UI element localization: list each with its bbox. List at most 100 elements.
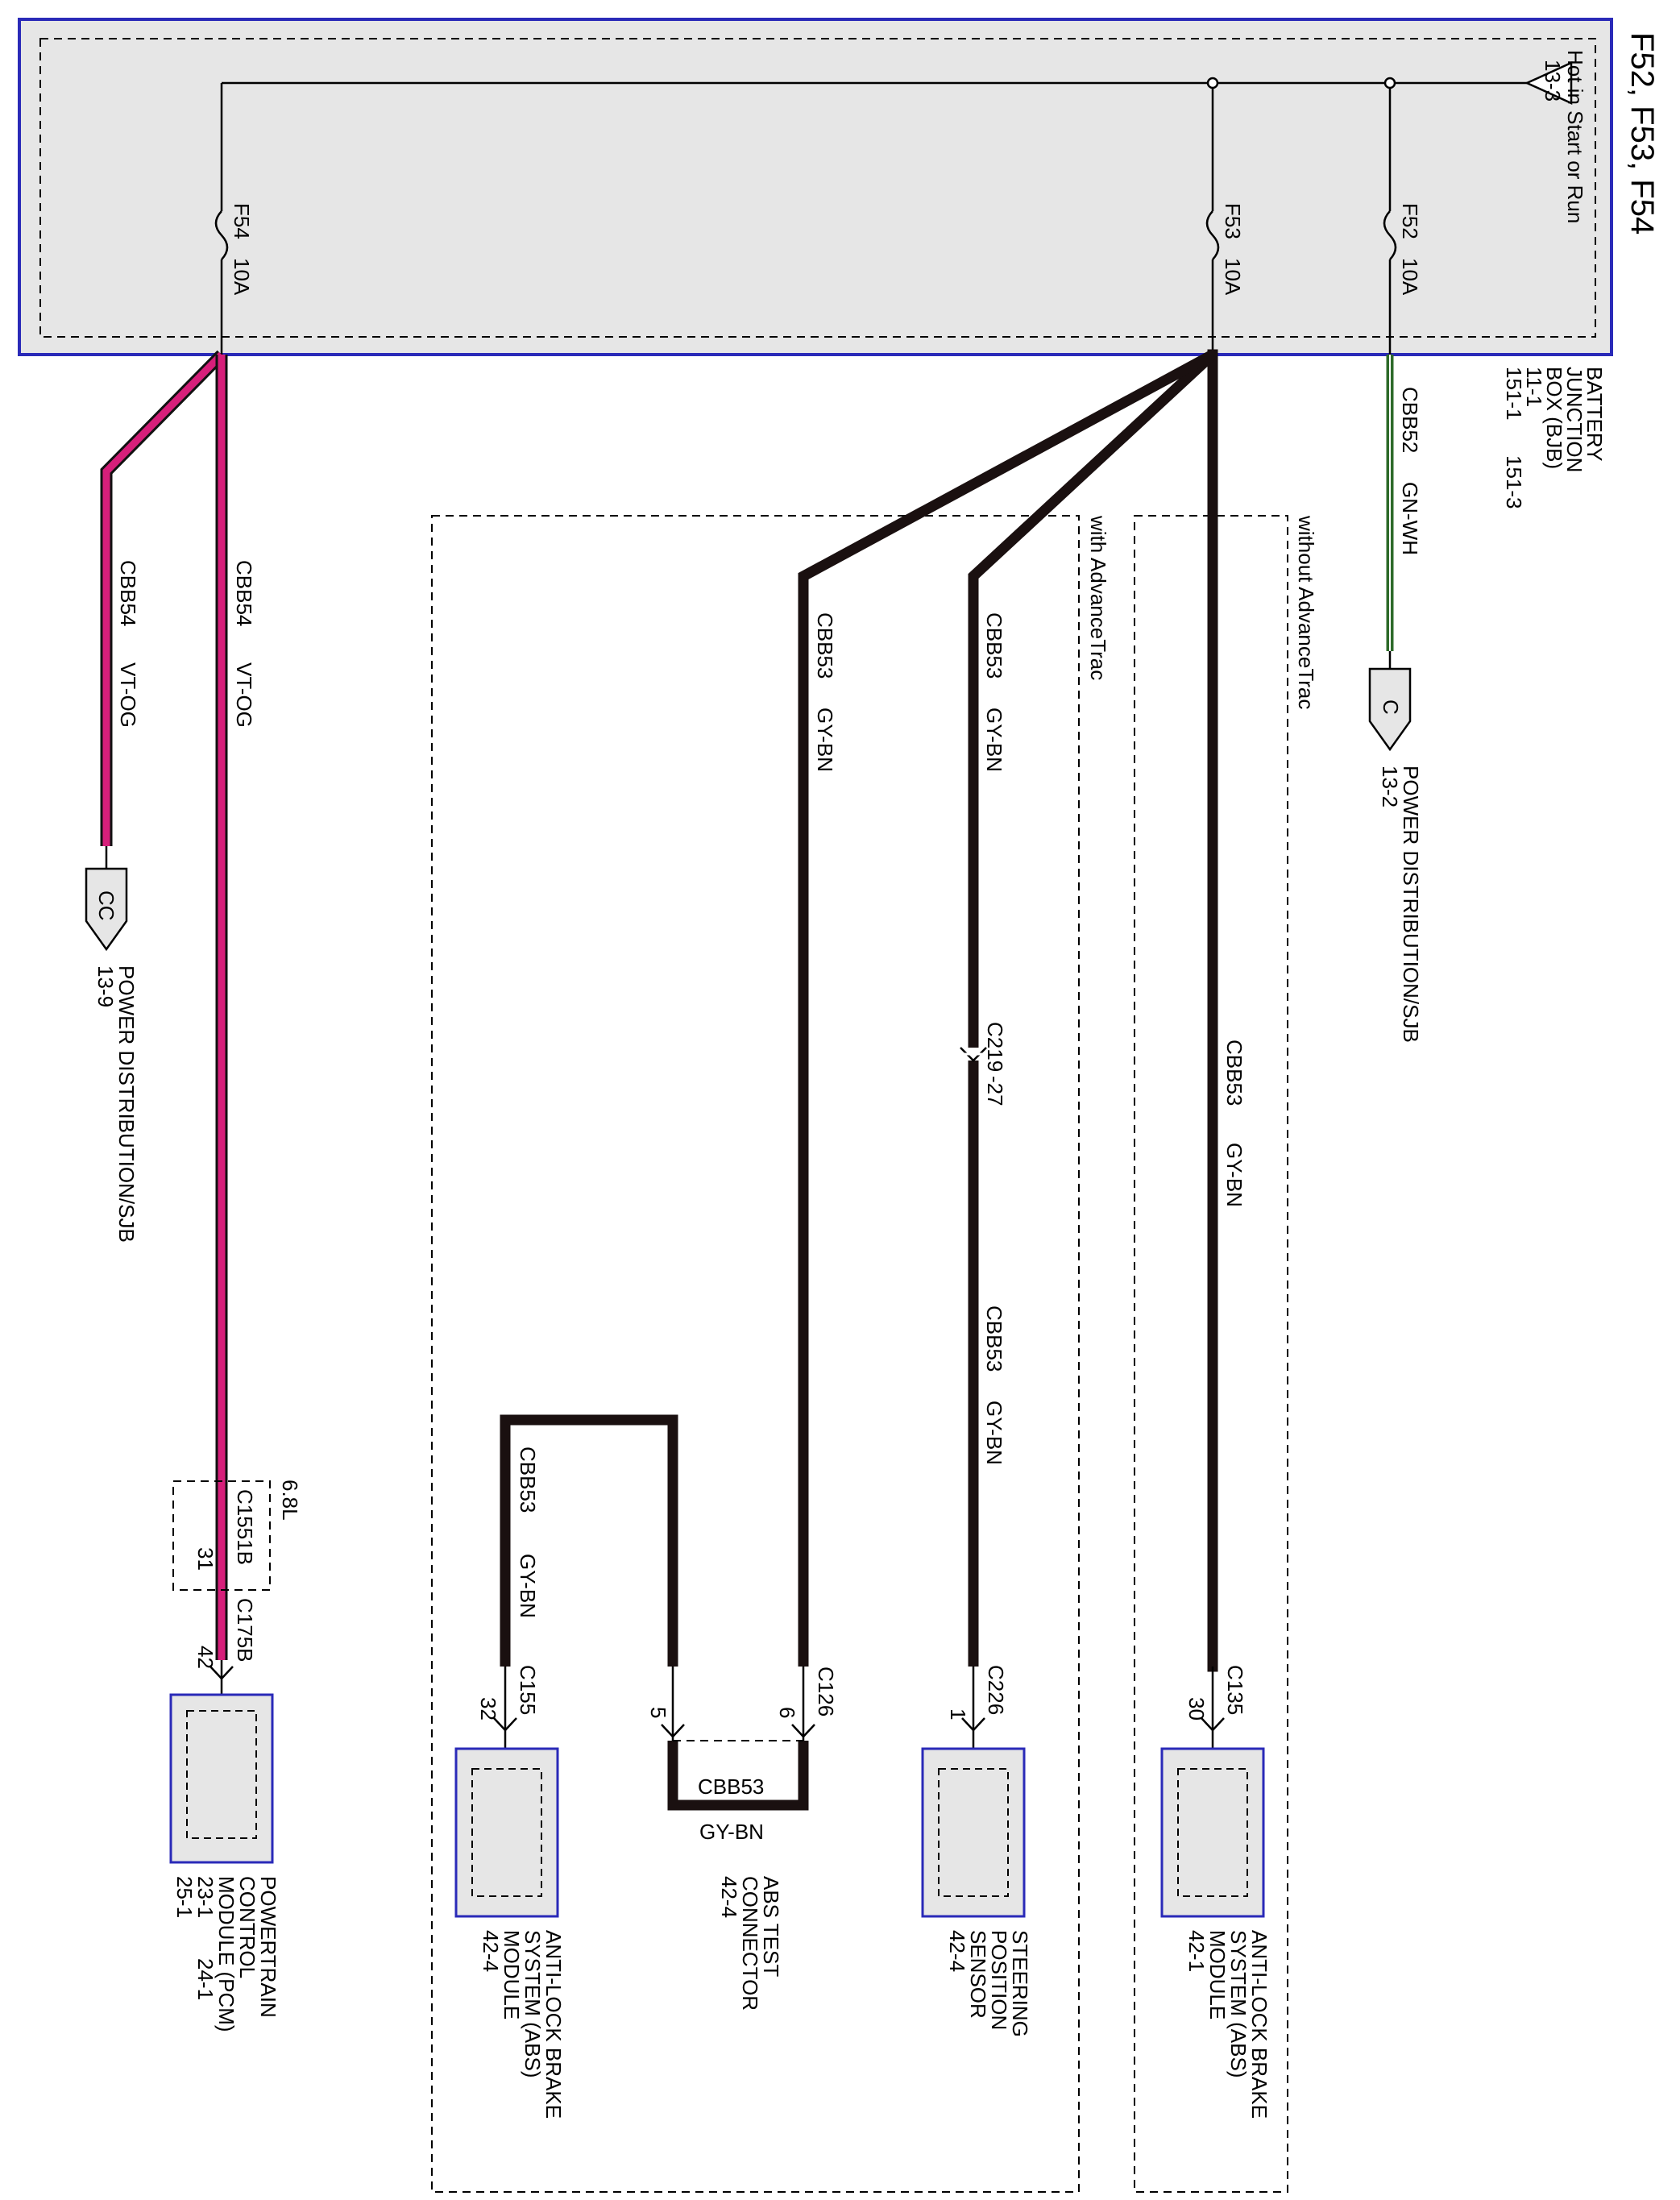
bjb-box [18,18,1613,356]
connector-c175b-icon [209,1666,234,1680]
connector-c1551b-id: C1551B [233,1489,257,1565]
connector-c175b-id: C175B [233,1598,257,1662]
connector-c226-pin: 1 [946,1708,970,1720]
wire-cbb53-steering-lower-color: GY-BN [982,1401,1006,1465]
abs-without-line3: MODULE [1205,1930,1230,2019]
connector-c226-icon [961,1717,985,1732]
wire-cbb53-abs-without-color: GY-BN [1222,1143,1247,1207]
abs-module-with-inner [471,1768,542,1897]
wire-cbb53-steering-lower-circuit: CBB53 [982,1305,1006,1372]
bjb-ref-line5: 151-1 [1502,367,1526,421]
connector-c135-pin: 30 [1184,1697,1209,1721]
hot-source-triangle-icon [1524,61,1573,105]
pcm-module [169,1693,274,1864]
fuse-f52-rating: 10A [1398,258,1422,296]
connector-c175b-pin: 42 [193,1646,218,1669]
connector-c155-icon [493,1717,517,1732]
steering-line3: SENSOR [966,1930,990,2019]
connector-c126-pin6: 6 [775,1707,799,1718]
abs-module-without [1160,1747,1265,1918]
steering-sensor [921,1747,1026,1918]
fuse-f54-name: F54 [230,203,254,239]
region-without-advancetrac-label: without AdvanceTrac [1294,515,1318,709]
splice-f52 [1383,77,1396,89]
wire-cbb53-steering [968,351,1217,1048]
wire-cbb53-loop [500,1414,678,1667]
wire-cbb52-circuit: CBB52 [1398,387,1422,453]
wire-cbb53-jumper-color: GY-BN [699,1820,764,1844]
wire-cbb54-sjb-color [102,351,225,846]
abs-with-line1: ANTI-LOCK BRAKE [541,1930,566,2119]
bjb-inner-dashed [39,38,1596,338]
region-with-advancetrac-label: with AdvanceTrac [1086,515,1110,680]
steering-sensor-inner [938,1768,1009,1897]
connector-c126-pin5: 5 [646,1707,670,1718]
wire-cbb53-abs-test-circuit: CBB53 [813,612,837,679]
page-title: F52, F53, F54 [1624,32,1660,235]
connector-c219-id: C219 [983,1022,1007,1072]
wire-cbb54-pcm-color-label: VT-OG [232,662,256,728]
offpage-cc-letter: CC [94,890,118,921]
abs-module-with [454,1747,559,1918]
pcm-line1: POWERTRAIN [256,1876,280,2018]
steering-line1: STEERING [1008,1930,1032,2037]
pcm-line4: 23-1 [193,1876,218,1918]
connector-c226-id: C226 [984,1665,1008,1715]
abs-test-line3: 42-4 [717,1876,741,1918]
fuse-f52-icon [1383,210,1397,260]
abs-without-line1: ANTI-LOCK BRAKE [1247,1930,1271,2119]
wire-cbb54-sjb-circuit: CBB54 [116,560,140,626]
offpage-c-arrow-icon [1368,667,1412,752]
connector-c135-icon [1201,1717,1225,1732]
abs-with-line2: SYSTEM (ABS) [521,1930,545,2078]
offpage-c-ref: 13-2 [1378,766,1402,807]
bjb-name-line3: BOX (BJB) [1542,367,1566,469]
pcm-line5: 25-1 [172,1876,197,1918]
connector-c135-id: C135 [1223,1665,1247,1715]
steering-line4: 42-4 [945,1930,969,1972]
offpage-c-letter: C [1379,699,1403,715]
connector-c155-id: C155 [516,1665,540,1715]
abs-with-line4: 42-4 [479,1930,503,1972]
pcm-ref-extra: 24-1 [193,1958,218,2000]
wire-cbb53-abs-test-color: GY-BN [813,708,837,772]
connector-c219-pin: -27 [983,1076,1007,1106]
pcm-line2: CONTROL [235,1876,259,1978]
connector-c126-id: C126 [814,1667,838,1716]
wire-cbb53-jumper [667,1741,809,1811]
wire-cbb54-pcm-circuit: CBB54 [232,560,256,626]
offpage-c-title: POWER DISTRIBUTION/SJB [1399,766,1423,1043]
wire-cbb53-jumper-circuit: CBB53 [698,1775,764,1799]
wire-cbb53-steering-circuit: CBB53 [982,612,1006,679]
abs-with-line3: MODULE [500,1930,524,2019]
region-with-advancetrac [431,515,1080,2193]
splice-f53 [1206,77,1219,89]
wire-cbb54-sjb-color-label: VT-OG [116,662,140,728]
fuse-f53-rating: 10A [1221,258,1245,296]
connector-c155-pin: 32 [476,1697,500,1721]
connector-c1551b-option-box [172,1480,271,1591]
abs-without-line2: SYSTEM (ABS) [1226,1930,1251,2078]
offpage-cc-title: POWER DISTRIBUTION/SJB [114,965,139,1243]
connector-c1551b-option: 6.8L [278,1480,302,1521]
wire-cbb52-color: GN-WH [1398,482,1422,555]
fuse-f54-icon [214,210,229,260]
fuse-f53-icon [1205,210,1220,260]
wire-cbb53-abs-without-circuit: CBB53 [1222,1040,1247,1106]
pcm-line3: MODULE (PCM) [214,1876,239,2032]
wire-cbb53-steering-color: GY-BN [982,708,1006,772]
bjb-name-line2: JUNCTION [1562,367,1587,472]
abs-test-line2: CONNECTOR [738,1876,762,2011]
wire-cbb53-abs-test [798,350,1216,1667]
bjb-name-line1: BATTERY [1583,367,1607,462]
offpage-cc-arrow-icon [85,867,128,952]
connector-c1551b-pin: 31 [193,1547,218,1571]
connector-c219-icon [960,1047,987,1062]
wire-cbb53-loop-color: GY-BN [516,1554,540,1618]
fuse-f54-rating: 10A [230,258,254,296]
steering-line2: POSITION [987,1930,1011,2030]
offpage-cc-ref: 13-9 [93,965,118,1007]
wire-cbb53-loop-circuit: CBB53 [516,1447,540,1513]
abs-module-without-inner [1177,1768,1248,1897]
